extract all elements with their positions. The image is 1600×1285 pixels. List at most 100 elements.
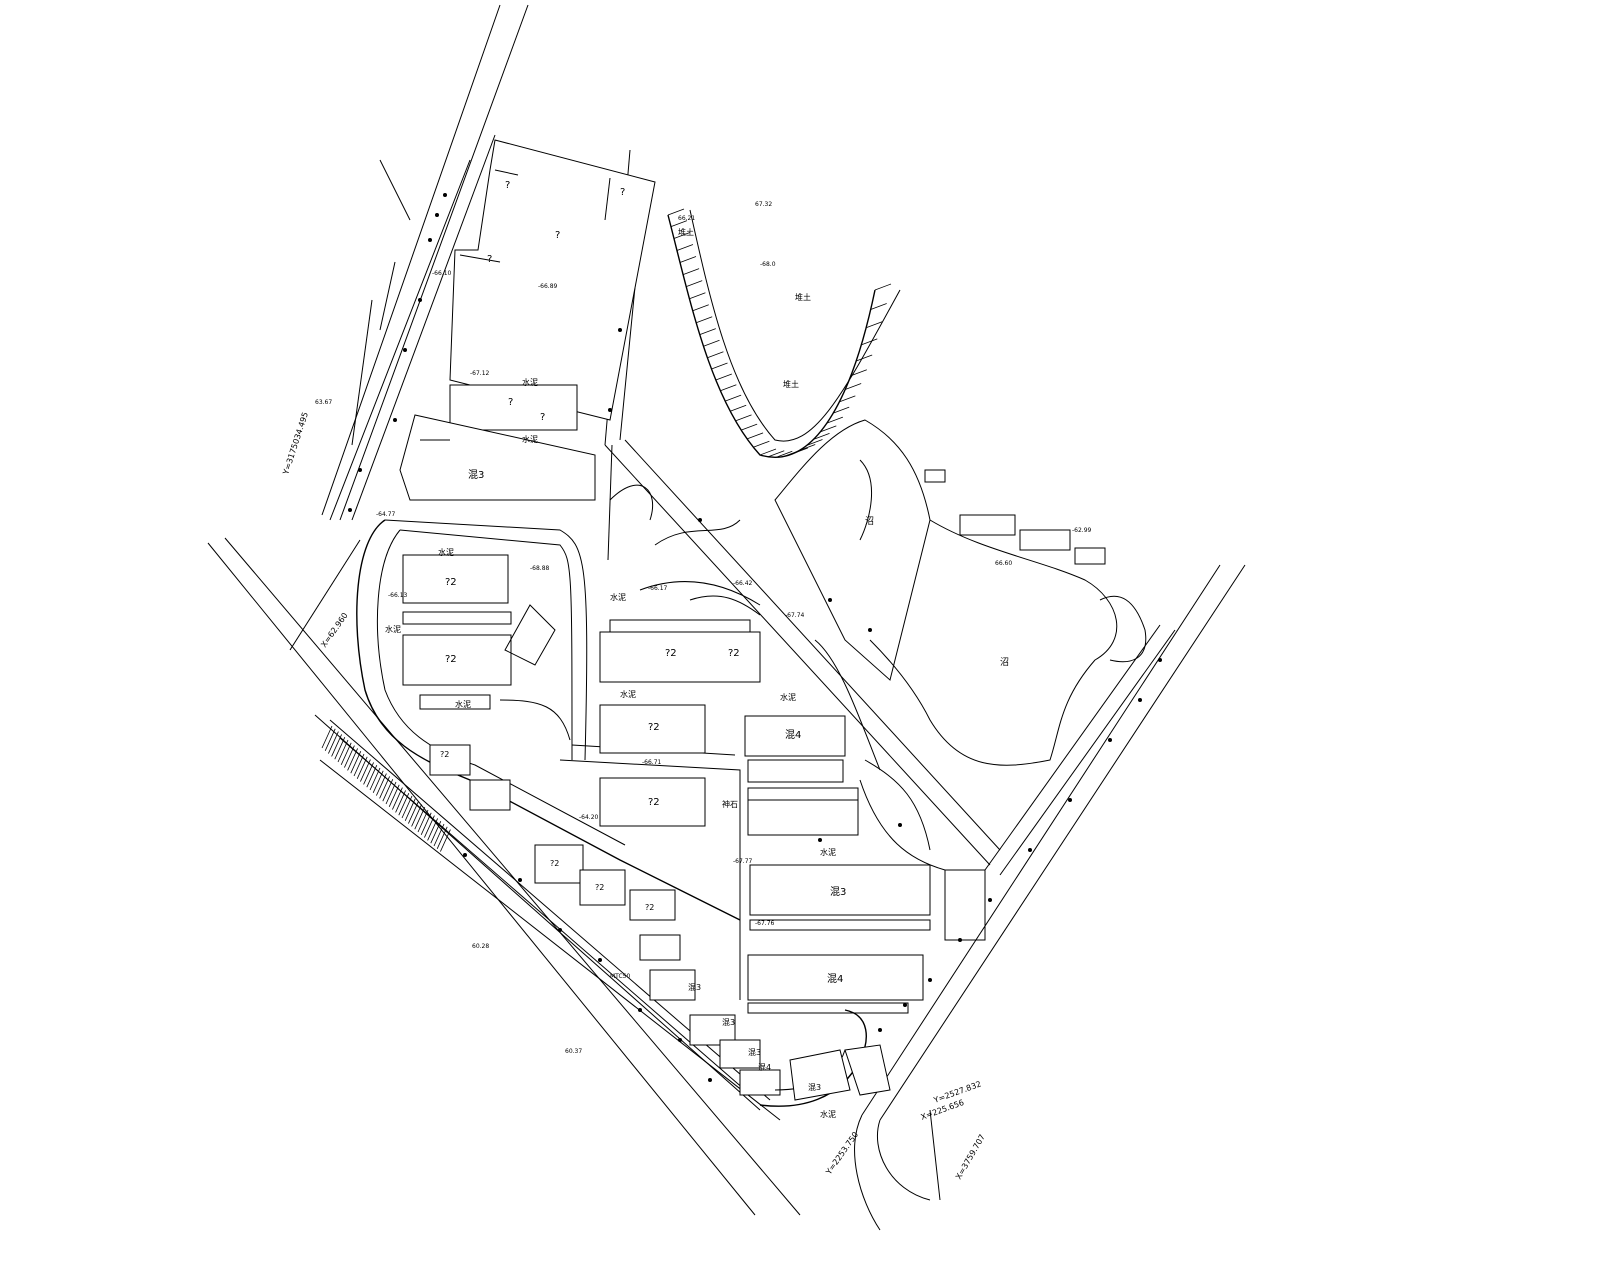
label-n-top-right: ?: [620, 187, 625, 198]
elev-20: 60.28: [472, 943, 489, 950]
survey-point: [558, 928, 562, 932]
hatch-line: [363, 762, 374, 785]
hatch-line: [366, 765, 378, 788]
survey-point: [403, 348, 407, 352]
elev-12: -67.76: [755, 920, 775, 927]
buildings-west: [402, 554, 571, 741]
hatch-line: [839, 395, 856, 403]
survey-point: [678, 1038, 682, 1042]
survey-point: [638, 1008, 642, 1012]
label-n-shuini-4: 水泥: [385, 624, 401, 634]
hatch-line: [670, 220, 688, 228]
survey-point: [348, 508, 352, 512]
hatch-line: [753, 440, 770, 448]
survey-point: [435, 213, 439, 217]
road-northwest: [321, 4, 529, 521]
label-n-a2: ?2: [445, 654, 457, 665]
label-n-b2: ?2: [728, 648, 740, 659]
survey-point: [958, 938, 962, 942]
label-n-du2: 堆土: [795, 292, 811, 302]
elev-19: -64.20: [579, 814, 599, 821]
internal-road: [604, 149, 1001, 866]
label-n-mix3b: 混3: [830, 886, 846, 898]
label-n-mix4c: 混4: [758, 1063, 771, 1072]
label-n-sm2: ?2: [550, 859, 559, 868]
hatch-line: [379, 776, 390, 799]
hatch-line: [711, 362, 728, 370]
survey-point: [618, 328, 622, 332]
hatch-line: [369, 767, 381, 791]
hatch-line: [874, 283, 892, 291]
ground-lines: [609, 459, 931, 851]
survey-point: [818, 838, 822, 842]
buildings-northeast: [924, 469, 1106, 565]
hatch-line: [720, 384, 737, 392]
label-n-shuini-3: 水泥: [438, 547, 454, 557]
hatch-line: [436, 826, 448, 849]
curved-mound: [667, 209, 901, 458]
hatch-line: [689, 292, 706, 300]
hatch-line: [861, 338, 878, 346]
building-labels: ? ? ? ? ? ? 混3 水泥 水泥 ?2 ?2 ?2 ?2 ?2 ?2 混…: [385, 180, 1009, 1119]
elev-9: -66.13: [388, 592, 408, 599]
hatch-line: [856, 354, 873, 362]
hatch-line: [395, 790, 406, 813]
hatch-line: [673, 232, 691, 239]
hatch-line: [353, 753, 365, 777]
hatch-line: [408, 801, 419, 824]
hatch-line: [324, 728, 336, 751]
elev-16: -64.77: [376, 511, 396, 518]
hatch-line: [334, 737, 346, 760]
label-n-zhao1: 沼: [865, 516, 874, 527]
label-n-b1: ?2: [665, 648, 677, 659]
hatch-line: [791, 447, 808, 455]
hatch-line: [730, 404, 747, 412]
hatch-line: [813, 432, 830, 440]
elev-15: -66.10: [432, 270, 452, 277]
hatch-line: [433, 823, 445, 847]
survey-point: [463, 853, 467, 857]
label-n-mix3d: 混3: [722, 1018, 735, 1027]
hatch-line: [703, 339, 720, 347]
hatch-line: [440, 829, 451, 852]
hatch-line: [776, 450, 793, 458]
survey-point: [708, 1078, 712, 1082]
hatch-line: [321, 725, 333, 749]
survey-point: [903, 1003, 907, 1007]
hatch-line: [392, 787, 403, 810]
survey-point: [443, 193, 447, 197]
label-n-sm4: ?2: [645, 903, 654, 912]
survey-point: [598, 958, 602, 962]
hatch-line: [686, 280, 703, 288]
hatch-line: [806, 439, 823, 446]
hatch-line: [344, 745, 355, 768]
label-n-mix3f: 混3: [808, 1083, 821, 1092]
hatch-line: [414, 807, 426, 830]
hatch-line: [676, 244, 694, 251]
mound-hatch: [667, 208, 892, 458]
elev-7: -66.42: [733, 580, 753, 587]
label-n-mix3c: 混3: [688, 983, 701, 992]
hatch-line: [707, 351, 724, 359]
hatch-line: [735, 414, 752, 422]
label-n-left-small: ?: [487, 254, 492, 265]
hatch-line: [692, 304, 709, 312]
label-n-sm1: ?2: [440, 750, 449, 759]
label-n-a1: ?2: [445, 577, 457, 588]
label-n-c1: ?2: [648, 722, 660, 733]
survey-point: [1108, 738, 1112, 742]
elev-3: 67.32: [755, 201, 772, 208]
hatch-line: [696, 316, 713, 324]
hatch-line: [401, 795, 413, 819]
survey-point: [828, 598, 832, 602]
elev-1: -66.89: [538, 283, 558, 290]
label-n-shuini-6: 水泥: [610, 592, 626, 602]
hatch-line: [833, 406, 850, 414]
survey-point: [898, 823, 902, 827]
bottom-curve: [759, 1009, 891, 1107]
hatch-line: [328, 731, 339, 754]
label-n-du3: 堆土: [783, 379, 799, 389]
label-n-du1: 堆土: [678, 227, 694, 237]
hatch-line: [715, 373, 732, 381]
label-n-mix3: 混3: [468, 469, 484, 481]
